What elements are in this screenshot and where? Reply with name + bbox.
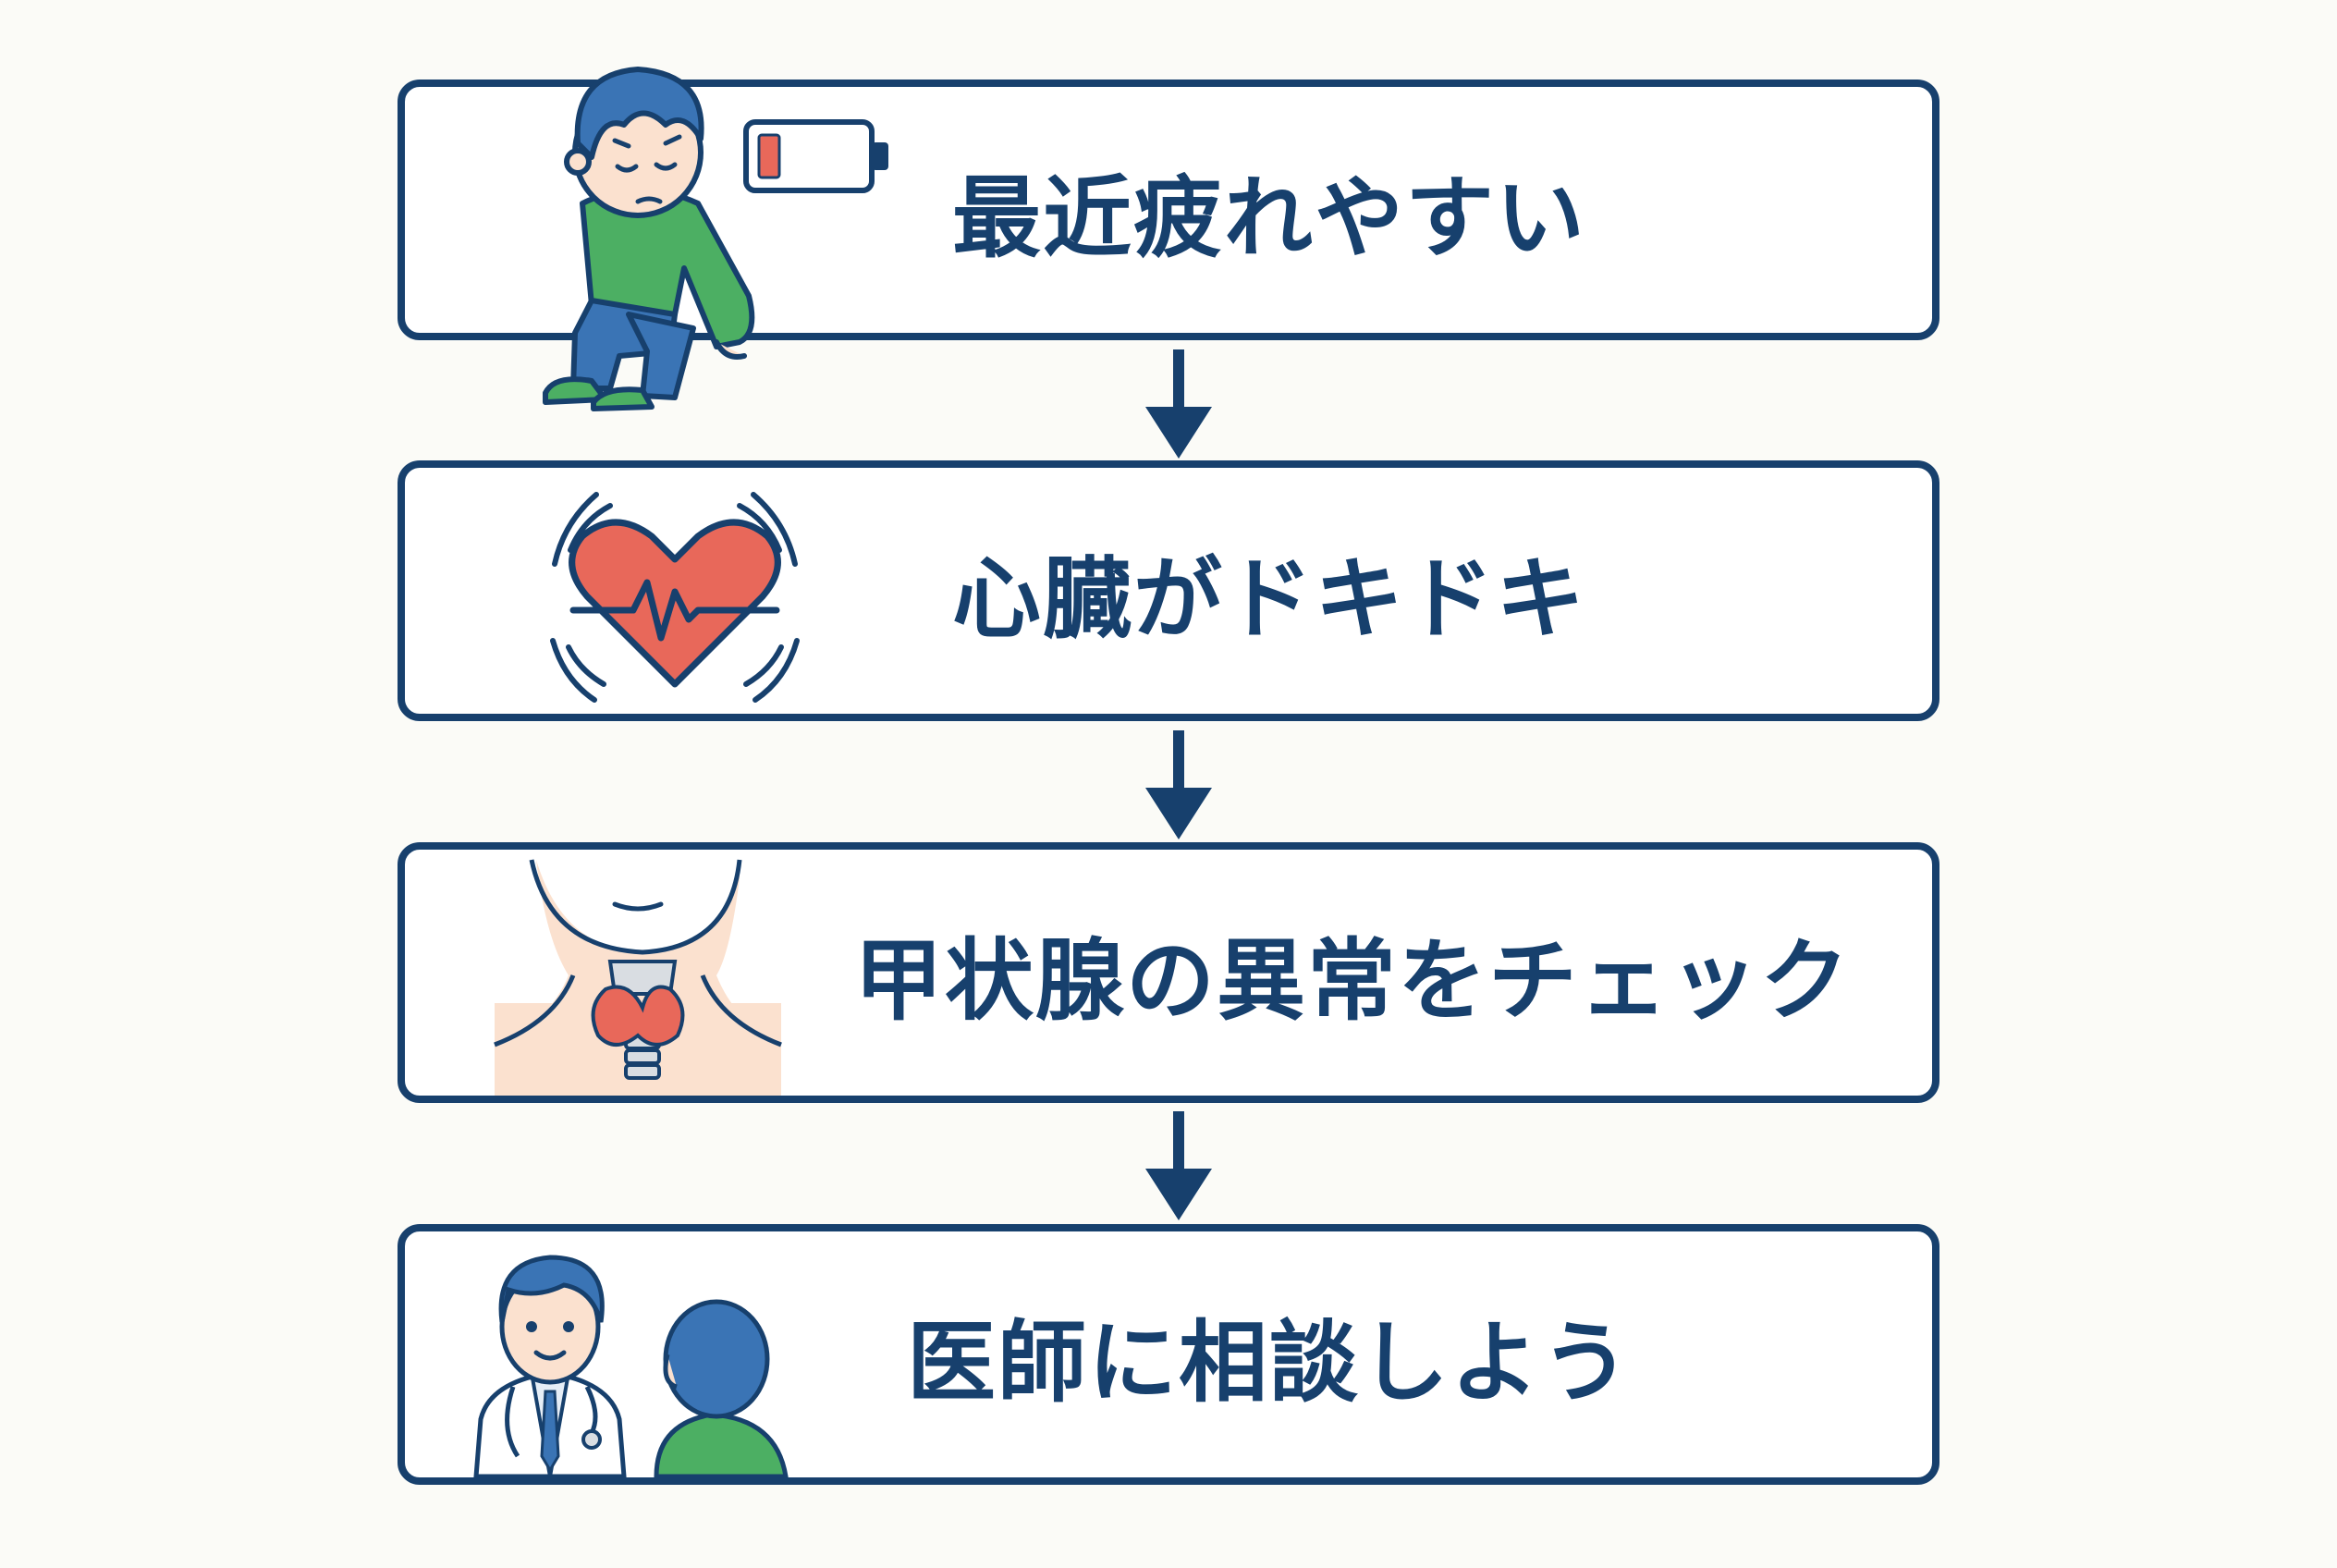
- heart-pulse-icon: [550, 492, 800, 703]
- flow-arrow-2: [1145, 730, 1212, 839]
- flow-arrow-3: [1145, 1111, 1212, 1220]
- tired-person-icon: [543, 67, 755, 411]
- step-label-fatigue: 最近疲れやすい: [952, 165, 1586, 270]
- step-label-consult-doctor: 医師に相談しよう: [907, 1310, 1632, 1415]
- low-battery-icon: [743, 119, 888, 193]
- step-box-consult-doctor: 医師に相談しよう: [398, 1224, 1939, 1485]
- step-label-palpitations: 心臓がドキドキ: [952, 546, 1586, 651]
- flow-arrow-1: [1145, 349, 1212, 459]
- doctor-patient-icon: [473, 1255, 789, 1479]
- neck-thyroid-icon: [494, 859, 782, 1096]
- step-label-thyroid-check: 甲状腺の異常をチェック: [854, 928, 1851, 1033]
